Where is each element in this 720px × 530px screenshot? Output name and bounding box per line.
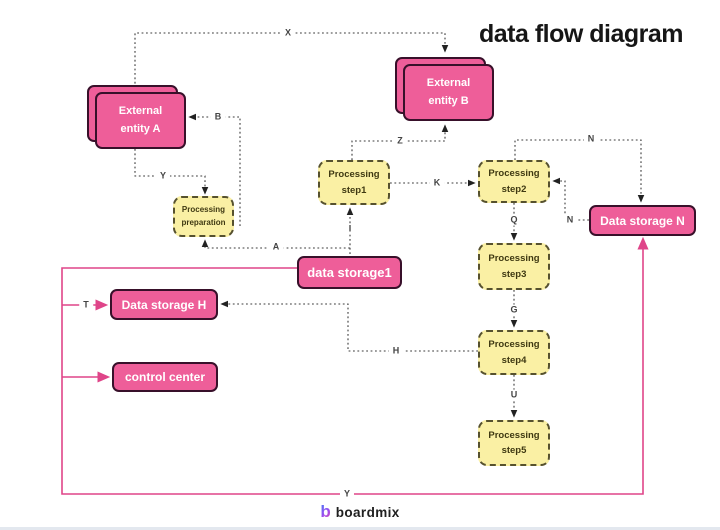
edge-label-y-top[interactable]: Y [155,170,171,182]
edge-label-t[interactable]: T [79,299,93,311]
node-processing-preparation[interactable]: Processing preparation [173,196,234,237]
edge-label-i[interactable]: I [344,223,356,235]
boardmix-logo-text: boardmix [335,504,400,520]
edge-n-top[interactable] [514,139,645,203]
node-label: Data storage N [600,213,685,228]
edge-a[interactable] [201,239,350,249]
edge-label-z[interactable]: Z [393,135,407,147]
edge-h[interactable] [220,300,478,352]
edge-label-h[interactable]: H [388,345,404,357]
edge-label-k[interactable]: K [429,177,445,189]
diagram-title[interactable]: data flow diagram [479,20,684,48]
edge-label-n-left[interactable]: N [562,214,578,226]
node-label: control center [124,370,205,384]
node-processing-step1[interactable]: Processing step1 [318,160,390,205]
node-label: Processing step5 [488,429,540,456]
node-label: Processing step2 [488,168,540,195]
node-label: External entity B [426,77,471,107]
node-data-storage-h[interactable]: Data storage H [110,289,218,320]
node-data-storage1[interactable]: data storage1 [297,256,402,289]
node-processing-step3[interactable]: Processing step3 [478,243,550,290]
edge-y-bottom-pink[interactable] [61,236,649,495]
node-processing-step5[interactable]: Processing step5 [478,420,550,466]
edge-label-n-top[interactable]: N [583,133,599,145]
node-control-center[interactable]: control center [112,362,218,392]
node-external-entity-b[interactable]: External entity B [403,64,494,121]
edge-label-q[interactable]: Q [506,214,522,226]
node-processing-step2[interactable]: Processing step2 [478,160,550,203]
node-label: Processing preparation [181,204,226,227]
node-label: Processing step4 [488,339,540,366]
edge-label-a[interactable]: A [268,241,284,253]
edge-x[interactable] [134,32,449,88]
edge-b[interactable] [188,113,241,226]
node-data-storage-n[interactable]: Data storage N [589,205,696,236]
edge-label-b[interactable]: B [210,111,226,123]
edge-label-g[interactable]: G [506,304,522,316]
node-label: Processing step1 [328,169,380,196]
boardmix-logo: b boardmix [320,502,399,522]
edge-label-u[interactable]: U [506,389,522,401]
node-label: External entity A [118,105,163,135]
edge-label-x[interactable]: X [280,27,296,39]
node-external-entity-a[interactable]: External entity A [95,92,186,149]
edge-label-y-bottom[interactable]: Y [339,488,355,500]
node-label: Processing step3 [488,253,540,280]
boardmix-logo-icon: b [320,502,331,521]
bottom-edge-strip [0,527,720,530]
node-label: data storage1 [307,265,392,280]
edge-z[interactable] [351,124,449,160]
node-label: Data storage H [121,297,207,312]
node-processing-step4[interactable]: Processing step4 [478,330,550,375]
